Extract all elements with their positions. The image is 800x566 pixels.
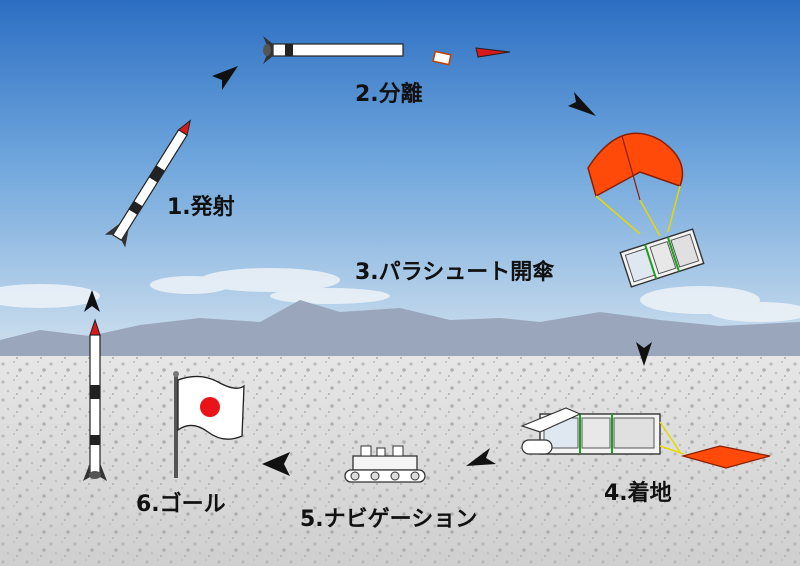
step-6-label: 6.ゴール (136, 492, 226, 517)
rover-icon (344, 445, 426, 483)
step-5-label: 5.ナビゲーション (300, 507, 478, 532)
flag-icon (173, 371, 245, 478)
payload-capsule-icon (432, 50, 452, 66)
parachute-icon (680, 445, 771, 469)
rover-icon (619, 228, 705, 288)
nose-cone-icon (475, 47, 511, 58)
arrow-icon (84, 66, 652, 476)
rocket-icon (104, 119, 192, 248)
rocket-icon (263, 36, 404, 64)
step-2-label: 2.分離 (355, 82, 423, 107)
step-3-label: 3.パラシュート開傘 (355, 260, 555, 285)
step-4-label: 4.着地 (604, 481, 672, 506)
rover-icon (520, 407, 685, 455)
rocket-icon (83, 318, 107, 481)
step-1-label: 1.発射 (167, 195, 235, 220)
parachute-icon (587, 132, 684, 237)
clouds (0, 268, 800, 322)
mountains (0, 300, 800, 362)
